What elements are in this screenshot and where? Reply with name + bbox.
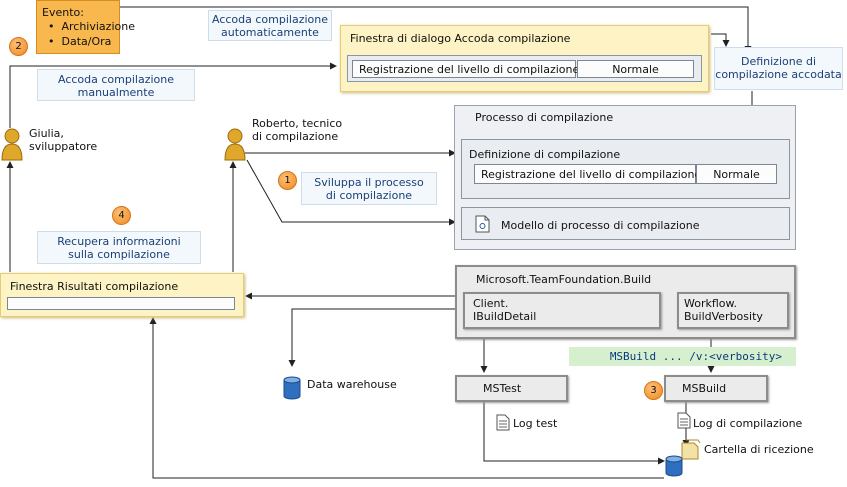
- queue-build-dialog: Finestra di dialogo Accoda compilazione …: [340, 25, 709, 92]
- document-icon: [475, 215, 490, 233]
- workflow-label: Workflow. BuildVerbosity: [684, 297, 763, 323]
- build-results-window: Finestra Risultati compilazione: [0, 273, 244, 317]
- build-definition-title: Definizione di compilazione: [469, 148, 621, 161]
- client-label: Client. IBuildDetail: [473, 297, 537, 323]
- msbuild-command: MSBuild ... /v:<verbosity>: [569, 347, 796, 366]
- event-title: Evento:: [42, 6, 84, 19]
- note-manual-queue: Accoda compilazione manualmente: [37, 69, 195, 101]
- step-3-badge: 3: [644, 381, 663, 400]
- event-item: • Archiviazione: [48, 20, 135, 33]
- build-process-panel: Processo di compilazione Definizione di …: [454, 105, 796, 250]
- verbosity-row: Registrazione del livello di compilazion…: [347, 55, 702, 82]
- note-develop-process: Sviluppa il processo di compilazione: [301, 172, 437, 205]
- dialog-title: Finestra di dialogo Accoda compilazione: [350, 32, 571, 45]
- tfs-build-title: Microsoft.TeamFoundation.Build: [476, 273, 652, 286]
- note-auto-queue: Accoda compilazione automaticamente: [208, 10, 332, 41]
- workflow-buildverbosity: Workflow. BuildVerbosity: [677, 292, 789, 329]
- verbosity-value: Normale: [612, 63, 659, 76]
- build-definition-panel: Definizione di compilazione Registrazion…: [461, 139, 790, 199]
- build-process-title: Processo di compilazione: [475, 111, 614, 124]
- msbuild-command-text: MSBuild ... /v:<verbosity>: [609, 350, 782, 363]
- person-icon: [224, 128, 246, 161]
- log-file-icon: [677, 412, 691, 429]
- log-test-label: Log test: [513, 417, 558, 430]
- database-icon: [283, 376, 301, 400]
- build-template-panel: Modello di processo di compilazione: [461, 207, 790, 240]
- client-ibuilddetail: Client. IBuildDetail: [463, 292, 661, 329]
- person-giulia-label: Giulia, sviluppatore: [29, 127, 98, 153]
- step-4-badge: 4: [112, 206, 131, 225]
- event-box: Evento: • Archiviazione • Data/Ora: [36, 0, 135, 54]
- mstest-label: MSTest: [483, 382, 522, 395]
- step-2-badge: 2: [9, 37, 28, 56]
- note-text: Accoda compilazione automaticamente: [211, 13, 328, 39]
- note-text: Accoda compilazione manualmente: [57, 73, 174, 99]
- note-text: Recupera informazioni sulla compilazione: [57, 235, 181, 261]
- verbosity-value-field[interactable]: Normale: [696, 164, 777, 184]
- mstest-box: MSTest: [455, 375, 568, 402]
- msbuild-box: MSBuild: [664, 375, 768, 402]
- drop-folder-icon: [665, 439, 701, 477]
- queued-definition: Definizione di compilazione accodata: [714, 47, 843, 90]
- results-window-title: Finestra Risultati compilazione: [10, 280, 179, 293]
- event-item: • Data/Ora: [48, 35, 112, 48]
- queued-definition-text: Definizione di compilazione accodata: [715, 55, 842, 81]
- tfs-build-panel: Microsoft.TeamFoundation.Build Client. I…: [455, 265, 796, 339]
- verbosity-label-cell: Registrazione del livello di compilazion…: [352, 60, 580, 78]
- drop-folder-label: Cartella di ricezione: [704, 443, 814, 456]
- step-1-badge: 1: [278, 171, 297, 190]
- msbuild-label: MSBuild: [682, 382, 727, 395]
- verbosity-label-cell: Registrazione del livello di compilazion…: [474, 164, 701, 184]
- note-text: Sviluppa il processo di compilazione: [314, 176, 424, 202]
- verbosity-label: Registrazione del livello di compilazion…: [481, 168, 702, 181]
- person-icon: [1, 128, 23, 161]
- verbosity-value-field[interactable]: Normale: [577, 60, 694, 78]
- data-warehouse-label: Data warehouse: [307, 378, 397, 391]
- note-retrieve-info: Recupera informazioni sulla compilazione: [37, 231, 201, 264]
- verbosity-label: Registrazione del livello di compilazion…: [359, 63, 580, 76]
- person-roberto-label: Roberto, tecnico di compilazione: [252, 117, 343, 143]
- results-window-content[interactable]: [7, 297, 235, 310]
- log-file-icon: [496, 414, 510, 431]
- verbosity-value: Normale: [713, 168, 760, 181]
- build-template-label: Modello di processo di compilazione: [501, 219, 700, 232]
- log-build-label: Log di compilazione: [693, 417, 803, 430]
